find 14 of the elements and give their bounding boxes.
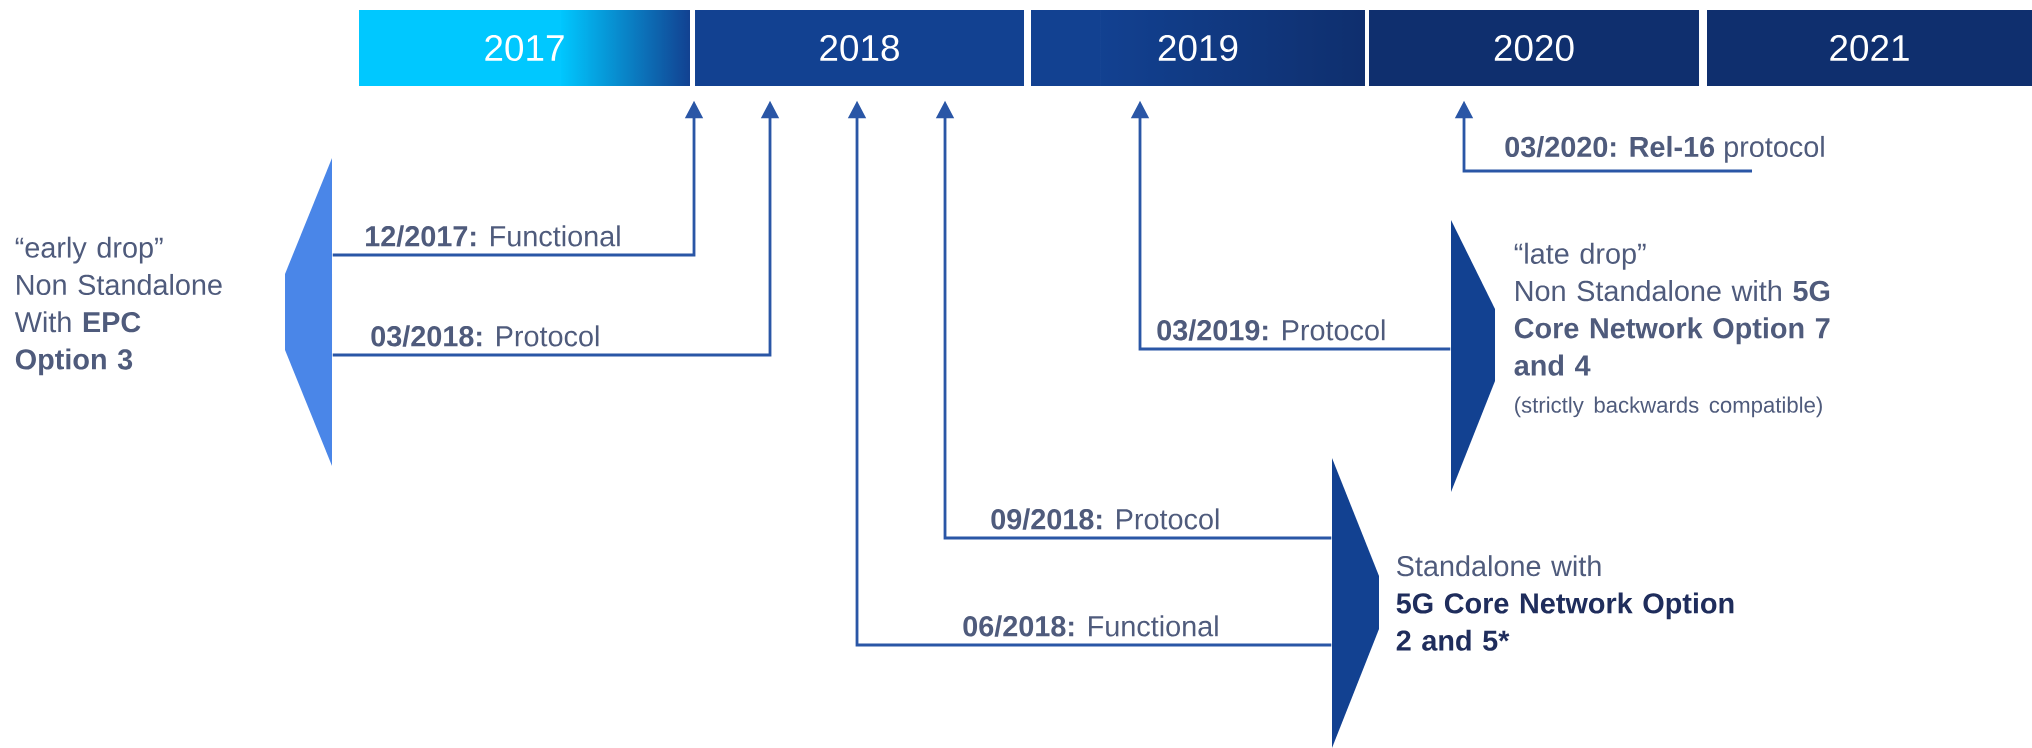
year-block: 2017 bbox=[359, 10, 690, 86]
option-text: “late drop” Non Standalone with 5G Core Network Option 7 and 4 (strictly backwards compatible) bbox=[1514, 242, 1830, 418]
year-block: 2018 bbox=[695, 10, 1024, 86]
edge-label: 12/2017: Functional bbox=[360, 221, 626, 251]
option-text: Standalone with 5G Core Network Option 2 and 5* bbox=[1396, 555, 1734, 651]
edge-label: 03/2018: Protocol bbox=[366, 321, 604, 351]
edge-label: 03/2020: Rel-16 protocol bbox=[1500, 132, 1830, 167]
edge-label: 03/2019: Protocol bbox=[1152, 315, 1390, 345]
edge-label: 06/2018: Functional bbox=[958, 611, 1224, 641]
year-block: 2020 bbox=[1369, 10, 1699, 86]
option-text: “early drop” Non Standalone With EPC Option 3 bbox=[14, 236, 222, 376]
year-block: 2021 bbox=[1707, 10, 2032, 86]
year-block: 2019 bbox=[1031, 10, 1365, 86]
edge-label: 09/2018: Protocol bbox=[986, 504, 1224, 534]
